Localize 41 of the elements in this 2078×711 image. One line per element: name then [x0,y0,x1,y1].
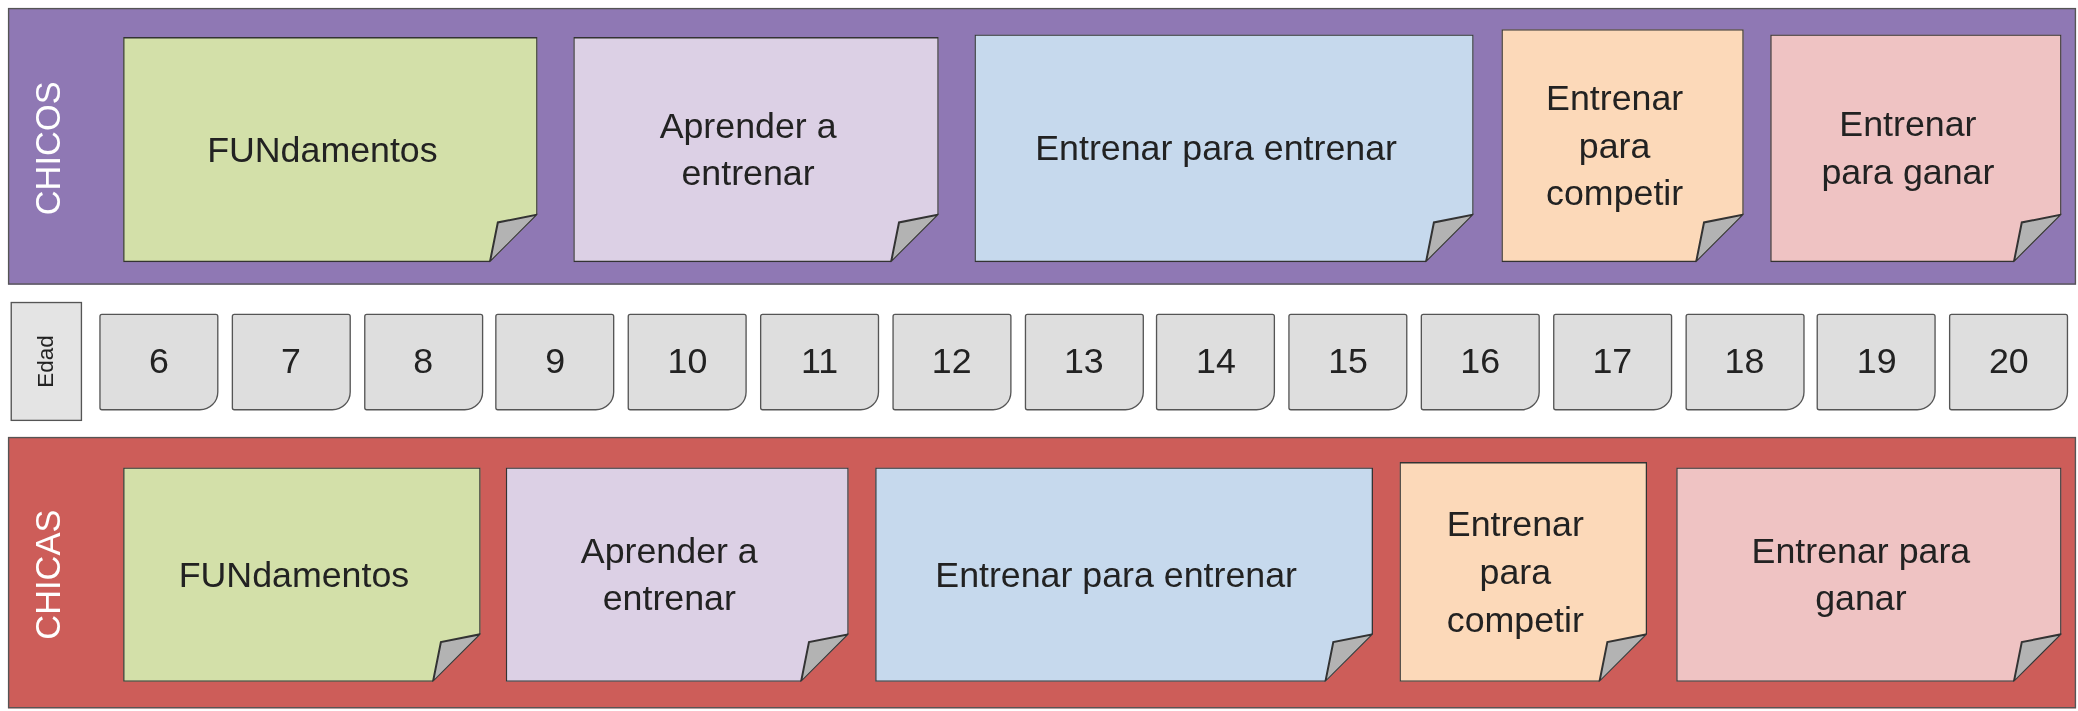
row-band [7,7,2077,285]
age-tile: 12 [892,313,1012,411]
age-tile: 9 [495,313,615,411]
sticky-note [1770,34,2062,263]
axis-label: Edad [33,335,60,388]
note-text: Aprender a entrenar [579,529,759,621]
sticky-note [974,34,1474,263]
age-tile: 20 [1949,313,2069,411]
axis-label-box [10,301,83,422]
age-tile: 11 [760,313,880,411]
note-text: Entrenar para competir [1545,77,1685,216]
sticky-note [505,467,849,682]
row-label: CHICAS [28,508,70,639]
note-text: Entrenar para ganar [1820,103,1996,194]
sticky-note [1399,462,1648,682]
age-tile: 10 [627,313,747,411]
age-tile: 17 [1552,313,1672,411]
age-tile: 8 [363,313,483,411]
note-text: Aprender a entrenar [658,104,838,196]
sticky-note [1501,29,1744,263]
age-tile: 18 [1684,313,1805,411]
sticky-note [573,37,939,263]
note-text: FUNdamentos [178,553,410,597]
age-tile: 14 [1156,313,1276,411]
row-label: CHICOS [28,80,70,215]
age-tile: 19 [1817,313,1937,411]
sticky-note [1676,467,2062,682]
age-tile: 16 [1420,313,1540,411]
sticky-note [123,467,481,682]
sticky-note [123,37,538,263]
note-text: Entrenar para competir [1445,503,1585,642]
age-tile: 15 [1288,313,1408,411]
note-text: Entrenar para ganar [1750,529,1972,621]
sticky-note [875,467,1373,682]
note-text: Entrenar para entrenar [935,553,1297,597]
age-tile: 13 [1024,313,1144,411]
note-text: Entrenar para entrenar [1035,127,1397,171]
row-band [7,436,2077,709]
age-tile: 6 [99,313,219,411]
note-text: FUNdamentos [207,128,438,172]
age-tile: 7 [231,313,351,411]
